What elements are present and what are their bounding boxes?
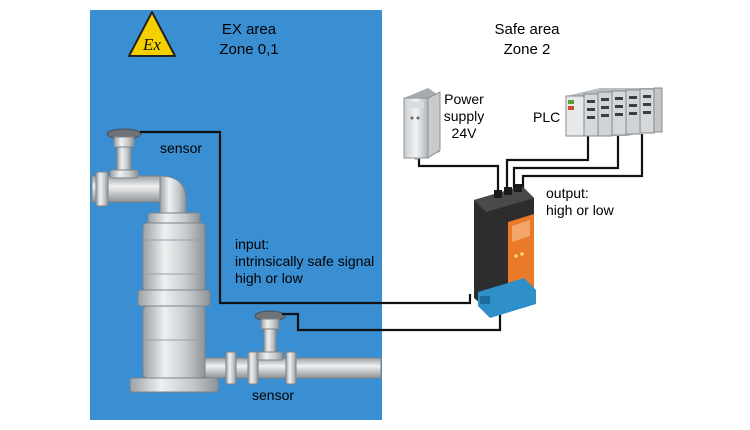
safe-area-title-text: Safe area — [494, 21, 560, 38]
ex-area-zone-text: Zone 0,1 — [219, 41, 279, 58]
ex-area-title-text: EX area — [221, 21, 277, 38]
safe-area-title: Safe area Zone 2 — [482, 20, 572, 60]
ex-hazard-triangle-icon: Ex — [128, 11, 176, 57]
input-label-line: input: — [235, 236, 270, 252]
input-label-line: intrinsically safe signal — [235, 253, 375, 269]
plc-label: PLC — [533, 109, 561, 125]
input-label: input: intrinsically safe signal high or… — [235, 236, 374, 287]
output-label-line: output: — [546, 185, 589, 201]
power-supply-label-line: supply — [443, 108, 485, 124]
plc-rack-icon — [565, 87, 663, 137]
ex-area-title: EX area Zone 0,1 — [214, 20, 284, 60]
safe-area-zone-text: Zone 2 — [503, 41, 551, 58]
input-label-line: high or low — [235, 270, 303, 286]
power-supply-label: Power supply 24V — [436, 91, 492, 142]
sensor-top-label: sensor — [160, 140, 203, 156]
isolator-module-icon — [474, 184, 536, 318]
sensor-bottom-label: sensor — [252, 387, 295, 403]
power-supply-icon — [403, 88, 441, 160]
power-supply-label-line: 24V — [451, 125, 477, 141]
power-supply-label-line: Power — [444, 91, 484, 107]
bottom-pipe — [204, 351, 382, 385]
wiring — [140, 130, 644, 332]
output-label-line: high or low — [546, 202, 614, 218]
ex-symbol-text: Ex — [142, 35, 161, 54]
process-column — [91, 171, 219, 393]
ex-area-zone — [90, 10, 382, 420]
output-label: output: high or low — [546, 185, 614, 219]
sensor-valve-icon — [106, 128, 142, 179]
sensor-valve-icon — [254, 310, 286, 361]
